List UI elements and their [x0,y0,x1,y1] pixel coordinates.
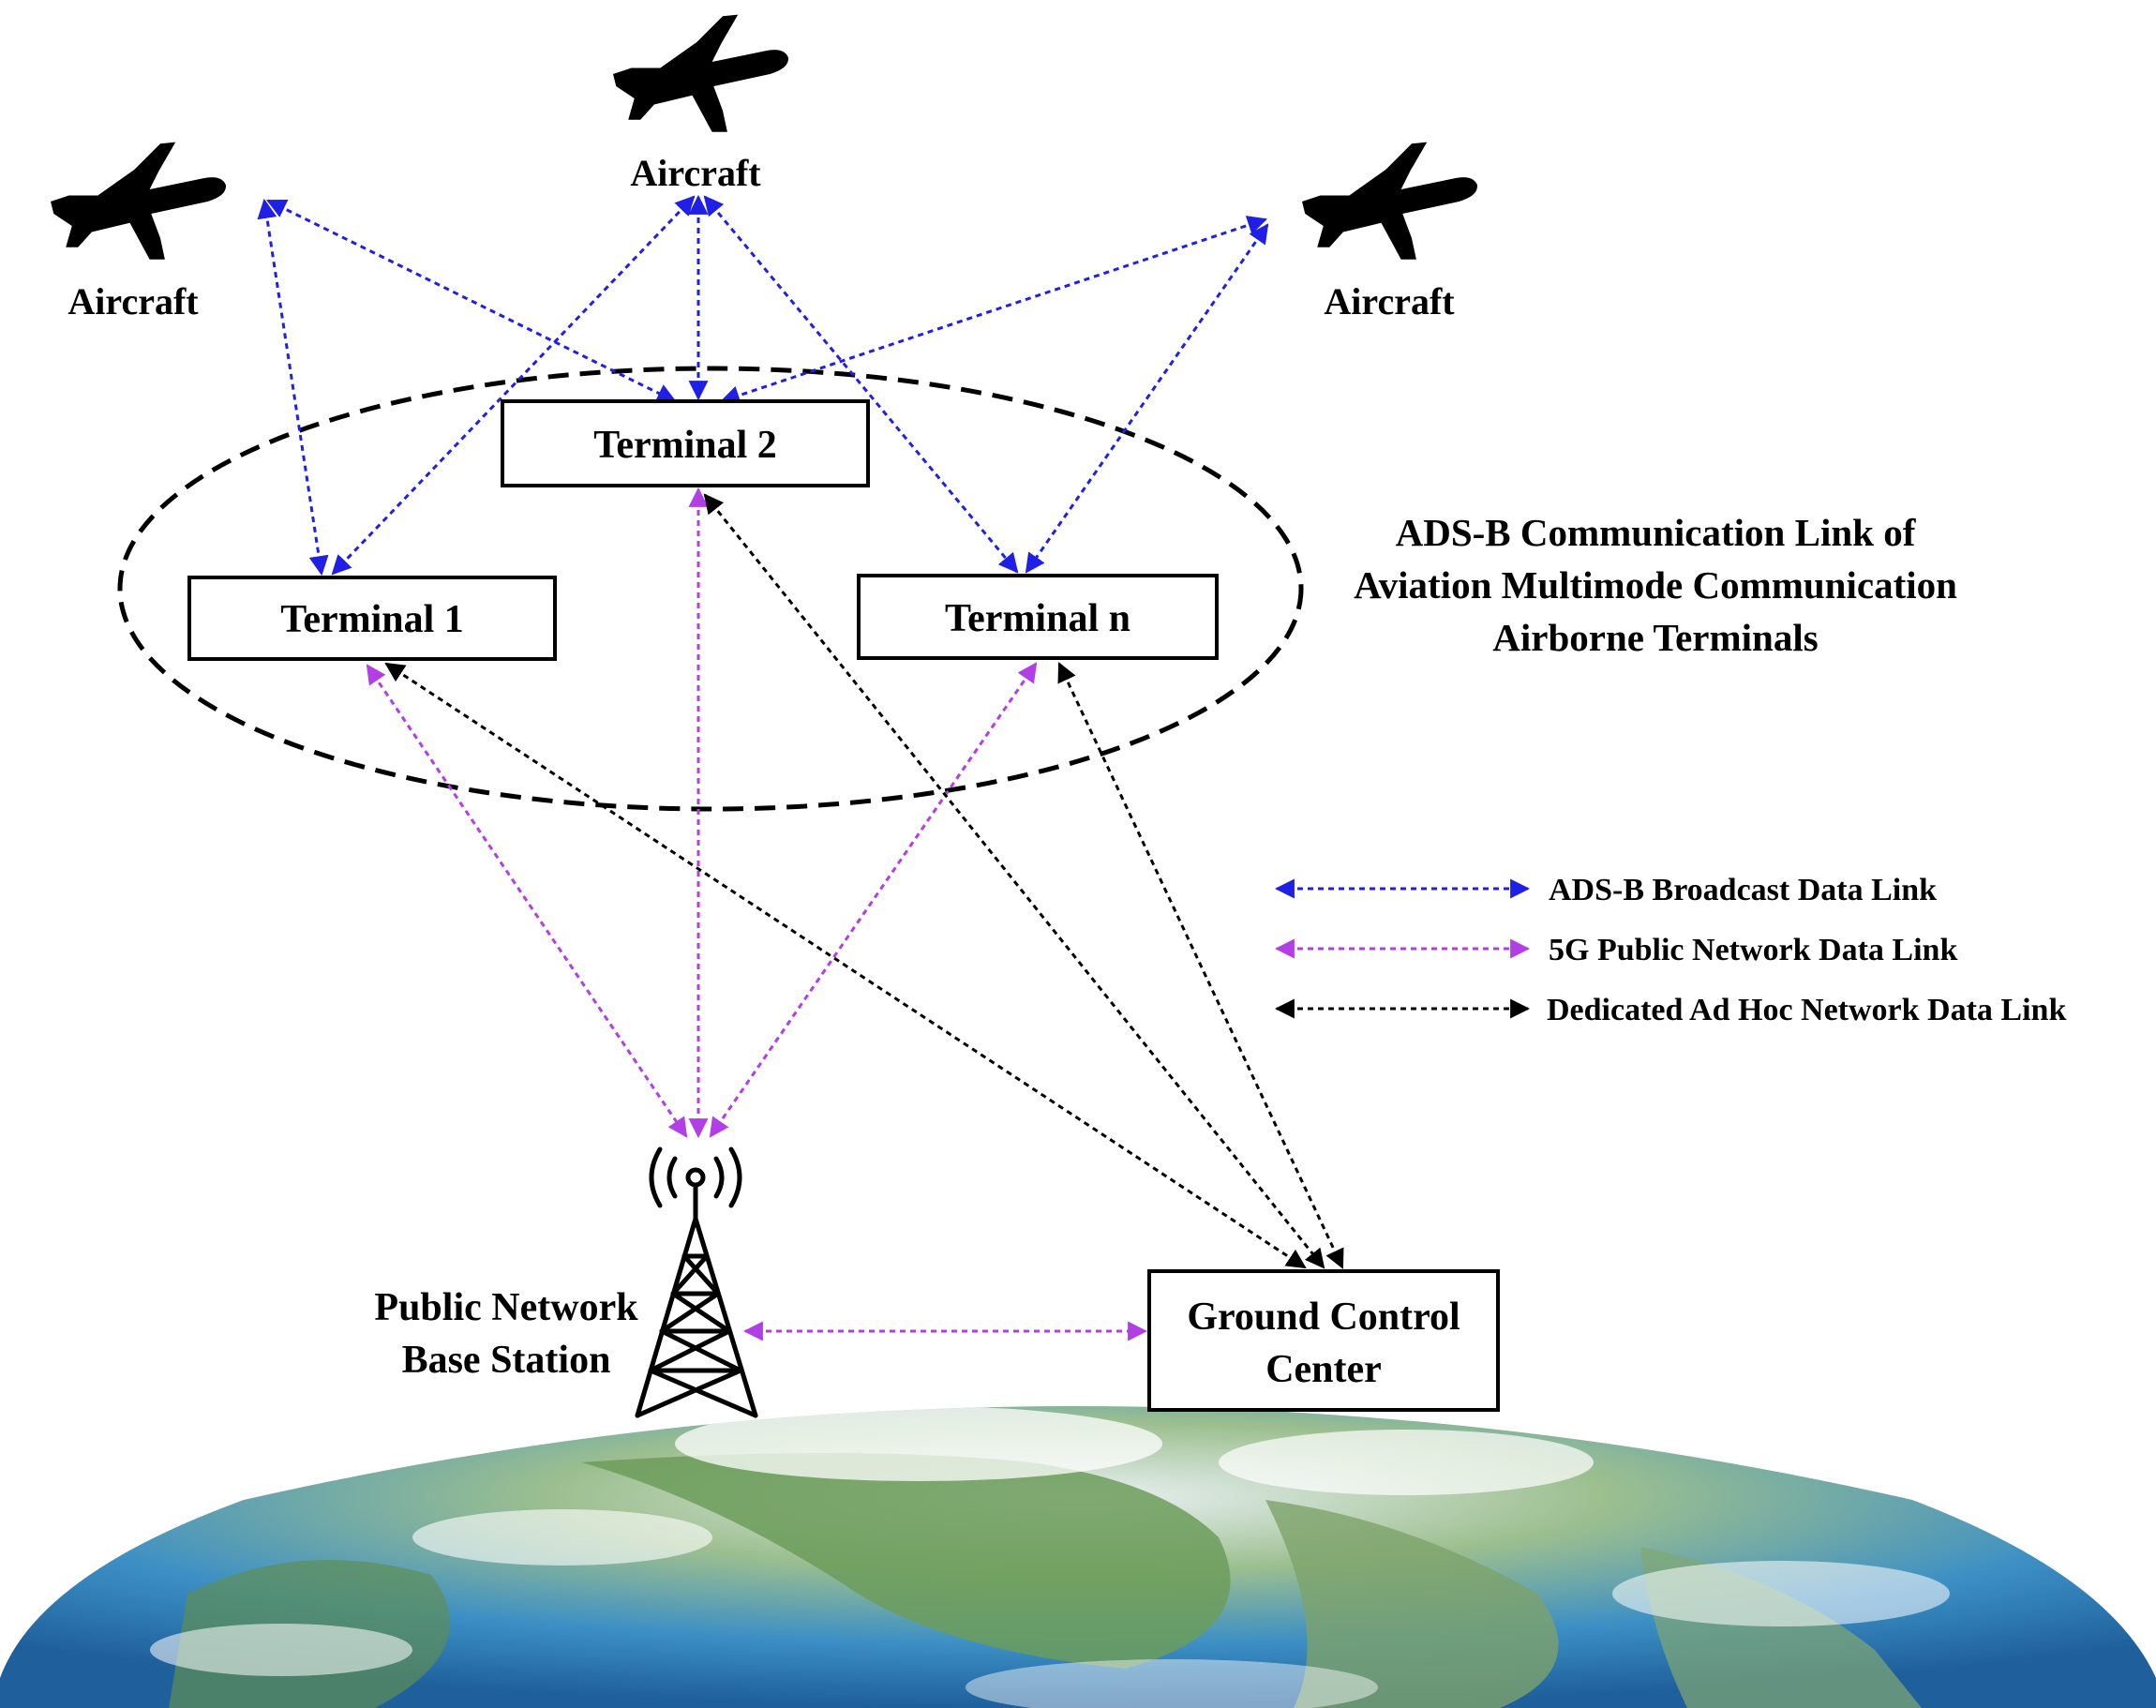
ground-control-center-box: Ground Control Center [1147,1269,1500,1412]
terminal-1-box: Terminal 1 [187,576,557,661]
terminal-2-label: Terminal 2 [593,424,777,467]
link-aircraft-top-terminal-n [703,195,1019,574]
legend-label-ad-hoc: Dedicated Ad Hoc Network Data Link [1547,993,2066,1027]
ground-control-label-line1: Ground Control [1187,1296,1460,1339]
link-terminal-n-ground-control [1057,662,1344,1269]
antenna-tower-icon [635,1146,758,1418]
legend-label-ads-b: ADS-B Broadcast Data Link [1549,873,1937,907]
legend-item-five-g: 5G Public Network Data Link [1274,933,1957,967]
link-aircraft-top-terminal-1 [331,195,696,576]
link-aircraft-right-terminal-n [1025,223,1269,574]
base-station-label-line1: Public Network [374,1286,638,1329]
aircraft-left-icon [51,142,226,260]
link-terminal-1-ground-control [384,662,1307,1269]
legend-item-ad-hoc: Dedicated Ad Hoc Network Data Link [1274,993,2066,1027]
legend: ADS-B Broadcast Data Link 5G Public Netw… [1274,873,2066,1027]
terminal-n-box: Terminal n [857,574,1219,660]
link-terminal-n-base-station [709,662,1038,1138]
link-terminal-1-base-station [366,664,688,1138]
terminal-n-label: Terminal n [945,597,1130,640]
link-aircraft-left-terminal-1 [257,198,329,577]
base-station-label-line2: Base Station [402,1339,611,1382]
terminal-2-box: Terminal 2 [501,399,870,487]
aircraft-right-icon [1302,142,1477,260]
link-aircraft-right-terminal-2 [720,216,1267,405]
aircraft-right-label: Aircraft [1324,280,1455,322]
ad-hoc-links [384,493,1344,1269]
aircraft-top-icon [613,14,788,132]
ellipse-caption-line3: Airborne Terminals [1492,616,1818,659]
ellipse-caption-line1: ADS-B Communication Link of [1396,511,1917,554]
aircraft-left-label: Aircraft [67,280,199,322]
legend-item-ads-b: ADS-B Broadcast Data Link [1274,873,1937,907]
terminal-1-label: Terminal 1 [280,598,464,641]
ads-b-links [257,194,1269,577]
ellipse-caption-line2: Aviation Multimode Communication [1354,563,1957,607]
earth-globe [0,1406,2156,1708]
link-aircraft-left-terminal-2 [266,199,677,403]
ground-control-label-line2: Center [1265,1348,1382,1391]
aircraft-top-label: Aircraft [630,152,761,194]
legend-label-five-g: 5G Public Network Data Link [1549,933,1957,967]
